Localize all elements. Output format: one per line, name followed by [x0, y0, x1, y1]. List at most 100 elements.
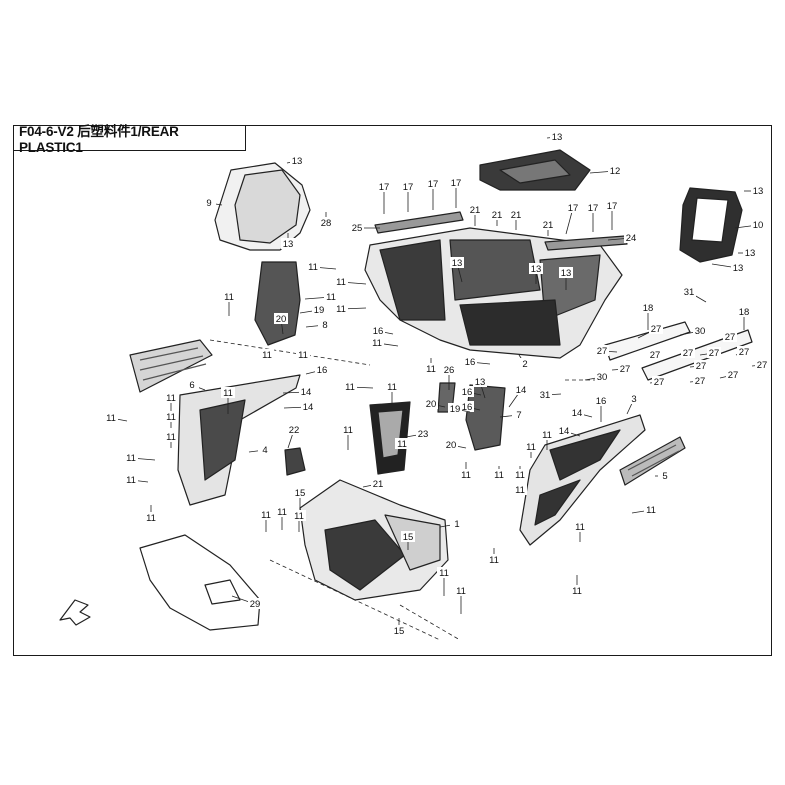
callout-bg: [513, 469, 527, 480]
part-callout-11: 11: [343, 425, 353, 436]
part-callout-15: 15: [403, 532, 414, 543]
callout-bg: [318, 319, 332, 330]
callout-bg: [513, 484, 527, 495]
part-callout-7: 7: [516, 410, 521, 421]
part-callout-17: 17: [428, 179, 439, 190]
callout-bg: [490, 209, 504, 220]
callout-bg: [538, 389, 552, 400]
part-callout-21: 21: [492, 210, 503, 221]
callout-bg: [292, 510, 306, 521]
callout-bg: [693, 375, 707, 386]
part-callout-16: 16: [465, 357, 476, 368]
part-callout-11: 11: [326, 292, 336, 303]
part-callout-13: 13: [745, 248, 756, 259]
part-callout-11: 11: [261, 510, 271, 521]
front-arrow-icon: [59, 599, 91, 626]
callout-bg: [259, 509, 273, 520]
callout-bg: [426, 178, 440, 189]
callout-bg: [641, 302, 655, 313]
part-callout-23: 23: [418, 429, 429, 440]
part-callout-14: 14: [303, 402, 314, 413]
callout-bg: [723, 331, 737, 342]
callout-bg: [570, 585, 584, 596]
callout-bg: [290, 155, 304, 166]
part-callout-11: 11: [489, 555, 499, 566]
callout-bg: [509, 209, 523, 220]
callout-bg: [299, 386, 313, 397]
callout-bg: [164, 431, 178, 442]
part-callout-16: 16: [462, 387, 473, 398]
part-callout-31: 31: [684, 287, 695, 298]
part-10-window: [691, 197, 729, 243]
part-callout-11: 11: [126, 453, 136, 464]
callout-bg: [627, 393, 641, 404]
part-callout-27: 27: [739, 347, 750, 358]
part-callout-19: 19: [450, 404, 461, 415]
part-callout-27: 27: [683, 348, 694, 359]
part-callout-11: 11: [494, 470, 504, 481]
callout-bg: [315, 364, 329, 375]
part-callout-13: 13: [753, 186, 764, 197]
callout-bg: [104, 412, 118, 423]
callout-bg: [737, 346, 751, 357]
callout-bg: [694, 360, 708, 371]
part-callout-12: 12: [610, 166, 621, 177]
callout-bg: [401, 181, 415, 192]
part-callout-11: 11: [456, 586, 466, 597]
part-callout-17: 17: [568, 203, 579, 214]
part-callout-13: 13: [292, 156, 303, 167]
part-callout-11: 11: [646, 505, 656, 516]
callout-bg: [751, 185, 765, 196]
part-callout-11: 11: [166, 432, 176, 443]
callout-bg: [468, 204, 482, 215]
part-callout-21: 21: [543, 220, 554, 231]
callout-bg: [595, 371, 609, 382]
part-callout-11: 11: [397, 439, 407, 450]
part-callout-26: 26: [444, 365, 455, 376]
part-callout-20: 20: [426, 399, 437, 410]
part-callout-11: 11: [146, 513, 156, 524]
part-callout-11: 11: [223, 388, 233, 399]
callout-bg: [460, 401, 474, 412]
callout-bg: [444, 439, 458, 450]
callout-bg: [492, 469, 506, 480]
callout-bg: [324, 291, 338, 302]
part-callout-27: 27: [651, 324, 662, 335]
callout-bg: [260, 349, 274, 360]
callout-bg: [281, 238, 295, 249]
callout-bg: [164, 392, 178, 403]
callout-bg: [550, 131, 564, 142]
callout-bg: [319, 217, 333, 228]
part-callout-14: 14: [301, 387, 312, 398]
callout-bg: [514, 384, 528, 395]
part-callout-17: 17: [588, 203, 599, 214]
callout-bg: [164, 411, 178, 422]
part-callout-11: 11: [542, 430, 552, 441]
part-callout-11: 11: [575, 522, 585, 533]
part-callout-3: 3: [631, 394, 636, 405]
part-4-left-side-panel: [177, 374, 301, 506]
callout-bg: [371, 325, 385, 336]
part-callout-19: 19: [314, 305, 325, 316]
callout-bg: [341, 424, 355, 435]
part-callout-13: 13: [561, 268, 572, 279]
callout-bg: [370, 337, 384, 348]
callout-bg: [450, 257, 464, 268]
callout-bg: [529, 263, 543, 274]
callout-bg: [437, 567, 451, 578]
part-callout-4: 4: [262, 445, 267, 456]
part-callout-27: 27: [725, 332, 736, 343]
part-callout-18: 18: [739, 307, 750, 318]
part-22-lens: [284, 447, 306, 476]
callout-bg: [743, 247, 757, 258]
callout-bg: [751, 219, 765, 230]
callout-bg: [306, 261, 320, 272]
callout-bg: [557, 425, 571, 436]
callout-bg: [586, 202, 600, 213]
part-callout-27: 27: [757, 360, 768, 371]
callout-bg: [385, 381, 399, 392]
callout-bg: [595, 345, 609, 356]
part-callout-11: 11: [308, 262, 318, 273]
part-callout-13: 13: [283, 239, 294, 250]
